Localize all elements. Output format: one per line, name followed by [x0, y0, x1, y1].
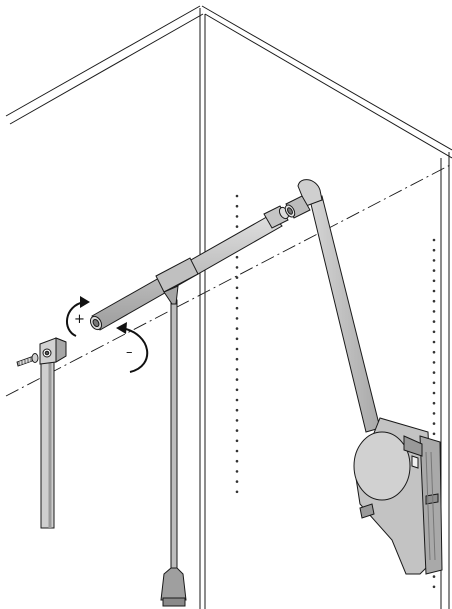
mounting-hole [432, 279, 436, 283]
mounting-hole [235, 408, 239, 412]
mechanism-round-cap [353, 431, 411, 501]
mounting-hole [235, 317, 239, 320]
mounting-hole [432, 299, 436, 303]
lift-arm [309, 195, 381, 433]
mounting-hole [432, 361, 436, 364]
cabinet-outline [5, 5, 452, 609]
mounting-hole [432, 371, 436, 374]
mounting-hole [432, 381, 436, 385]
mounting-hole [235, 266, 239, 269]
mounting-hole [235, 368, 239, 371]
mounting-hole [235, 470, 239, 473]
plus-label: + [74, 312, 85, 327]
cabinet-top-left-edge [5, 5, 201, 117]
mounting-hole [235, 327, 239, 330]
mounting-hole [432, 340, 436, 344]
mounting-hole [235, 276, 239, 279]
mounting-hole [432, 330, 436, 334]
mounting-hole [235, 429, 239, 432]
mounting-hole [235, 286, 239, 290]
mounting-hole [432, 289, 436, 293]
mounting-hole [235, 215, 239, 218]
mounting-hole [235, 378, 239, 381]
cabinet-top-right-edge-inner [204, 13, 452, 159]
mounting-hole [432, 320, 436, 323]
mounting-hole [432, 422, 436, 425]
mounting-hole [235, 296, 239, 300]
mounting-hole [235, 347, 239, 351]
mounting-hole [235, 439, 239, 443]
mounting-hole [235, 388, 239, 392]
left-post [40, 355, 55, 529]
mounting-hole [235, 419, 239, 422]
mounting-hole [432, 259, 436, 262]
mounting-hole [432, 575, 436, 578]
mounting-hole [432, 401, 436, 405]
mounting-hole [235, 255, 239, 259]
cabinet-top-left-edge-inner [9, 13, 204, 125]
mounting-hole [432, 238, 436, 242]
mounting-hole [432, 412, 436, 415]
center-handle-connector [155, 257, 199, 305]
mounting-hole [432, 391, 436, 395]
rotate-counterclockwise-icon [116, 322, 149, 373]
mounting-hole [432, 432, 436, 436]
mounting-hole [432, 269, 436, 272]
minus-label: – [126, 345, 133, 360]
mounting-hole [235, 490, 239, 494]
mounting-hole [432, 585, 436, 589]
mounting-hole [235, 194, 239, 198]
mounting-hole [235, 480, 239, 483]
cabinet-top-right-edge [201, 5, 452, 151]
lift-mechanism-housing [353, 417, 443, 575]
arm-pivot-joint [284, 179, 323, 219]
mounting-hole [432, 248, 436, 252]
mounting-hole [235, 357, 239, 361]
screw-icon [16, 353, 39, 367]
rotate-clockwise-icon [66, 296, 90, 337]
mounting-hole [432, 310, 436, 313]
mounting-hole [235, 306, 239, 310]
left-wall-bracket [39, 337, 67, 365]
mounting-hole [235, 337, 239, 341]
mounting-hole [235, 204, 239, 208]
mounting-hole [432, 350, 436, 354]
pull-rod [160, 299, 187, 607]
alignment-axis-line [5, 163, 452, 397]
mounting-hole [235, 225, 239, 228]
mounting-holes-left [235, 194, 239, 494]
mounting-hole [235, 398, 239, 402]
mounting-hole [235, 449, 239, 453]
mounting-hole [235, 459, 239, 463]
